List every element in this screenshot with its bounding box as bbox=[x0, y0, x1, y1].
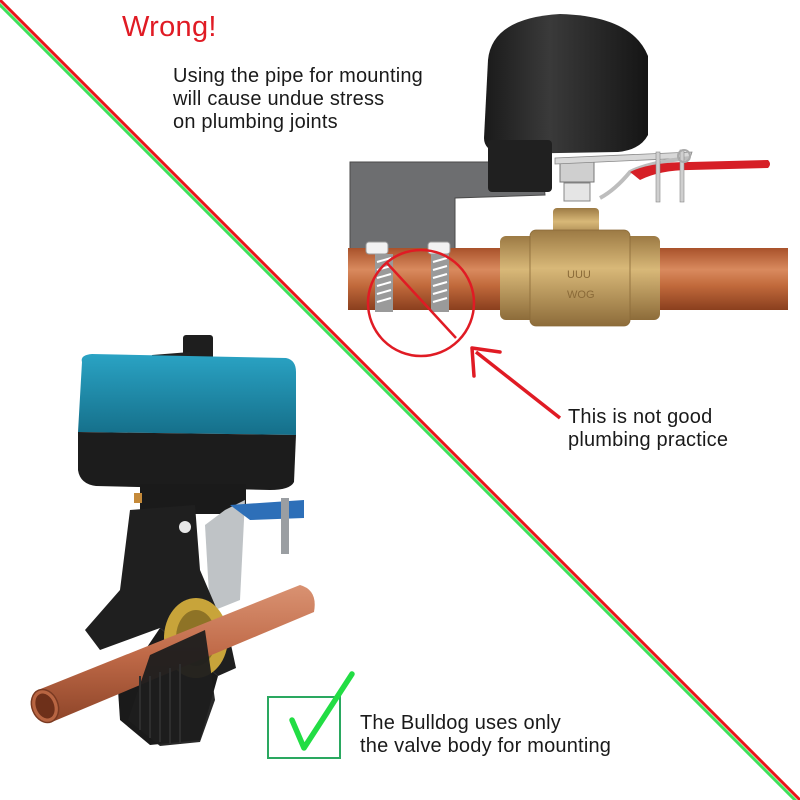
bulldog-caption: The Bulldog uses only the valve body for… bbox=[360, 712, 611, 758]
prohibition-circle-icon bbox=[366, 248, 476, 358]
wrong-caption-line-3: on plumbing joints bbox=[173, 111, 338, 133]
svg-text:WOG: WOG bbox=[567, 289, 595, 301]
checkmark-icon bbox=[267, 671, 355, 759]
bulldog-caption-line-1: The Bulldog uses only bbox=[360, 712, 561, 734]
black-actuator bbox=[484, 14, 648, 154]
wrong-caption: Using the pipe for mounting will cause u… bbox=[173, 65, 423, 134]
wrong-heading: Wrong! bbox=[122, 11, 217, 43]
bulldog-valve-illustration bbox=[30, 335, 315, 746]
arrow-up-left-icon bbox=[470, 346, 562, 420]
bad-practice-callout: This is not good plumbing practice bbox=[568, 406, 728, 452]
checkbox-frame bbox=[267, 696, 341, 759]
bulldog-caption-line-2: the valve body for mounting bbox=[360, 735, 612, 757]
callout-line-1: This is not good bbox=[568, 406, 713, 428]
wrong-caption-line-2: will cause undue stress bbox=[173, 88, 385, 110]
hose-clamps bbox=[365, 241, 451, 312]
wrong-caption-line-1: Using the pipe for mounting bbox=[173, 65, 423, 87]
wrong-mounting-illustration: UUU WOG bbox=[348, 14, 788, 420]
callout-line-2: plumbing practice bbox=[568, 429, 729, 451]
svg-text:UUU: UUU bbox=[567, 269, 591, 281]
